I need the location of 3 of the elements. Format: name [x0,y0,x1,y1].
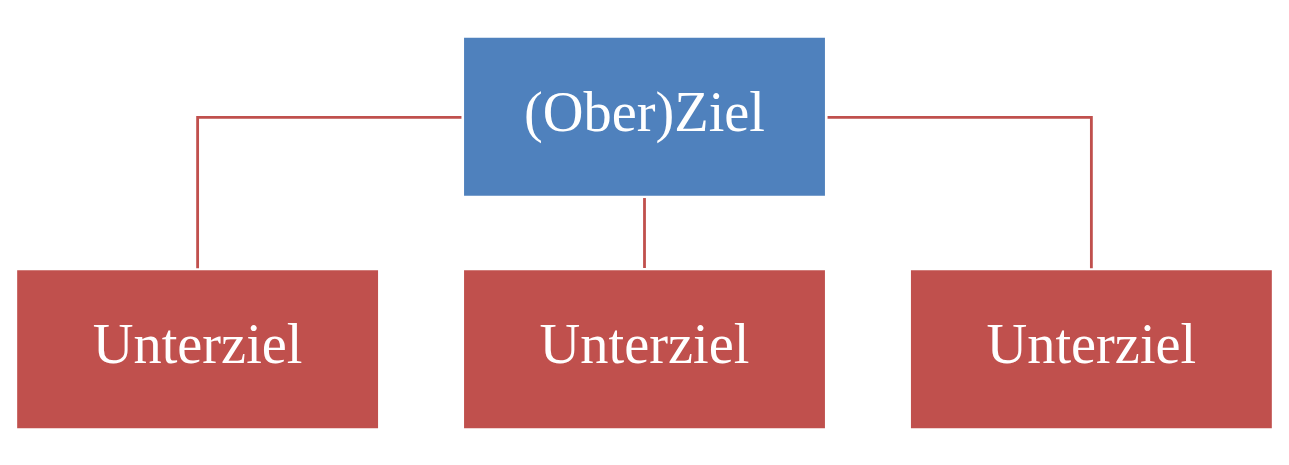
connector [643,197,646,268]
connector [196,115,462,268]
connector [827,115,1093,268]
